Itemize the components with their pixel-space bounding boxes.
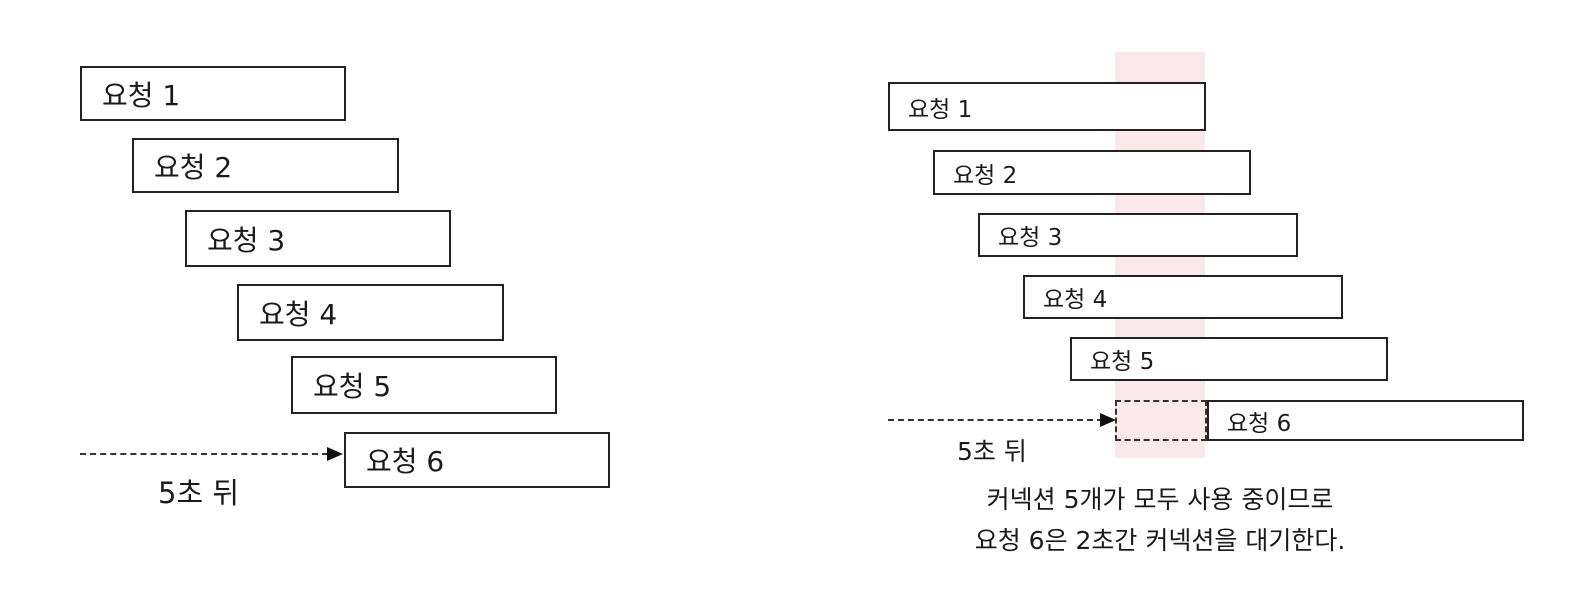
left-delay-arrow	[80, 453, 328, 455]
request-label: 요청 3	[207, 223, 286, 257]
right-request-3: 요청 3	[978, 213, 1298, 257]
request-label: 요청 4	[259, 297, 338, 331]
right-request-1: 요청 1	[888, 82, 1206, 131]
left-request-2: 요청 2	[132, 138, 399, 193]
left-request-3: 요청 3	[185, 210, 451, 267]
request-label: 요청 5	[1090, 349, 1155, 375]
request-label: 요청 2	[154, 150, 233, 184]
right-delay-arrow	[888, 419, 1103, 421]
arrow-head-icon	[1100, 413, 1116, 427]
request-label: 요청 3	[998, 225, 1063, 251]
right-request-6: 요청 6	[1207, 400, 1524, 441]
request-label: 요청 6	[1227, 410, 1292, 437]
waiting-slot	[1115, 400, 1207, 441]
request-label: 요청 2	[953, 162, 1018, 189]
right-delay-label: 5초 뒤	[957, 437, 1027, 466]
request-label: 요청 1	[908, 96, 973, 123]
left-request-1: 요청 1	[80, 66, 346, 121]
arrow-head-icon	[327, 447, 343, 461]
right-request-5: 요청 5	[1070, 337, 1388, 381]
right-request-4: 요청 4	[1023, 275, 1343, 319]
request-label: 요청 5	[313, 370, 392, 403]
left-delay-label: 5초 뒤	[158, 476, 240, 510]
left-request-6: 요청 6	[344, 432, 610, 488]
right-request-2: 요청 2	[933, 150, 1251, 195]
request-label: 요청 6	[366, 445, 445, 478]
caption-line-2: 요청 6은 2초간 커넥션을 대기한다.	[974, 526, 1346, 555]
left-request-5: 요청 5	[291, 356, 557, 414]
request-label: 요청 4	[1043, 287, 1108, 313]
left-request-4: 요청 4	[237, 284, 504, 341]
caption-line-1: 커넥션 5개가 모두 사용 중이므로	[986, 485, 1334, 514]
request-label: 요청 1	[102, 78, 181, 112]
